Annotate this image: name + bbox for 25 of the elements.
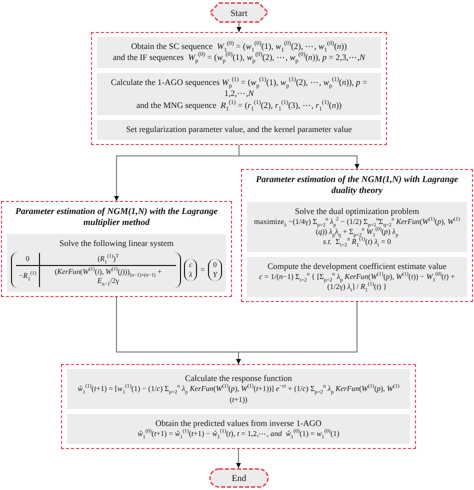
step-text: Calculate the response function	[184, 373, 293, 384]
step-text: Set regularization parameter value, and the kernel parameter value	[125, 124, 353, 136]
arrow	[236, 448, 241, 468]
step-text: Obtain the SC sequence W$_{1}$$^{(0)}$ = (w$_{1}$$^{(0)}$(1), w$_{1}$$^{(0)}$(2), ⋯, w$_{1}$$^{(0)}$(n))	[130, 41, 348, 52]
step-box	[7, 234, 226, 292]
step-text: Obtain the predicted values from inverse 1-AGO	[154, 418, 323, 429]
end-terminal	[209, 468, 269, 488]
arrow	[238, 144, 360, 170]
terminal-label: End	[232, 473, 246, 483]
process-group-frame	[61, 364, 416, 449]
step-text: Solve the dual optimization problem	[294, 206, 420, 217]
process-group-frame	[91, 32, 387, 145]
step-text: and the MNG sequence R$_{1}$$^{(1)}$ = (r$_{1}$$^{(1)}$(2), r$_{1}$$^{(1)}$(3), ⋯, r$_{1}$$^{(1)}$(n))	[135, 100, 343, 112]
terminal-label: Start	[230, 8, 248, 18]
arrow	[236, 22, 242, 32]
step-text: and the IF sequences W$_{p}$$^{(0)}$ = (w$_{p}$$^{(0)}$(1), w$_{p}$$^{(0)}$(2), ⋯, w$_{p}$$^{(0)}$(n)), p = 2,3,⋯,N	[112, 52, 366, 64]
section-heading: Parameter estimation of the NGM(1,N) with Lagrange duality theory	[254, 174, 460, 196]
method-frame	[1, 201, 232, 297]
method-frame	[241, 169, 473, 302]
step-text: Compute the development coefficient estimate value	[266, 260, 448, 272]
section-heading: Parameter estimation of NGM(1,N) with the Lagrange multiplier method	[14, 206, 219, 228]
step-text: Solve the following linear system	[58, 238, 175, 249]
arrow	[236, 301, 358, 364]
equals-sign: =	[200, 264, 205, 276]
start-terminal	[209, 2, 269, 23]
